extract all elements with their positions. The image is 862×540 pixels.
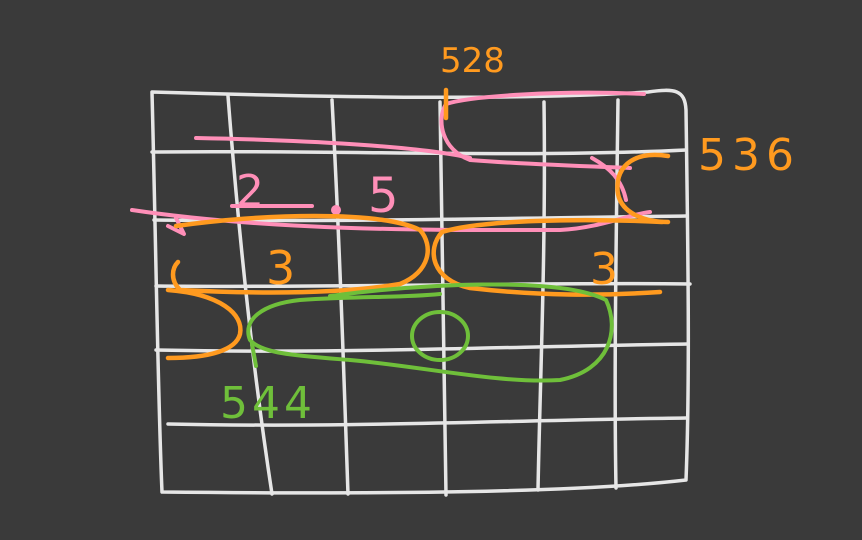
grid-row-line: [166, 416, 688, 427]
label-bottom-left: 544: [220, 378, 316, 429]
grid-col-line: [330, 98, 350, 496]
green-tick: [250, 342, 258, 368]
orange-group: [165, 87, 671, 361]
label-row2-mid: 5: [368, 168, 399, 224]
grid-col-line: [226, 94, 274, 496]
label-row2-left: 2: [236, 166, 264, 217]
label-right-number: 536: [698, 130, 800, 181]
green-group: [246, 282, 614, 383]
label-row3-right: 3: [590, 244, 618, 295]
grid-col-line: [613, 98, 620, 490]
pink-short-stroke: [590, 156, 628, 202]
grid-col-line: [536, 100, 547, 492]
orange-right-loop: [431, 217, 665, 297]
grid-col-line: [438, 100, 448, 497]
green-outer-loop: [246, 282, 614, 383]
orange-left-paren: [165, 287, 243, 361]
grid-row-line: [154, 342, 690, 353]
pink-arrow-head: [166, 216, 186, 236]
pink-bracket-top: [439, 90, 646, 170]
grid-outer-frame: [150, 88, 691, 495]
label-row3-left: 3: [266, 241, 295, 295]
pink-dot: [331, 205, 341, 215]
green-small-circle: [410, 310, 470, 362]
pink-row-line-upper: [194, 136, 472, 160]
label-top-number: 528: [440, 41, 505, 81]
